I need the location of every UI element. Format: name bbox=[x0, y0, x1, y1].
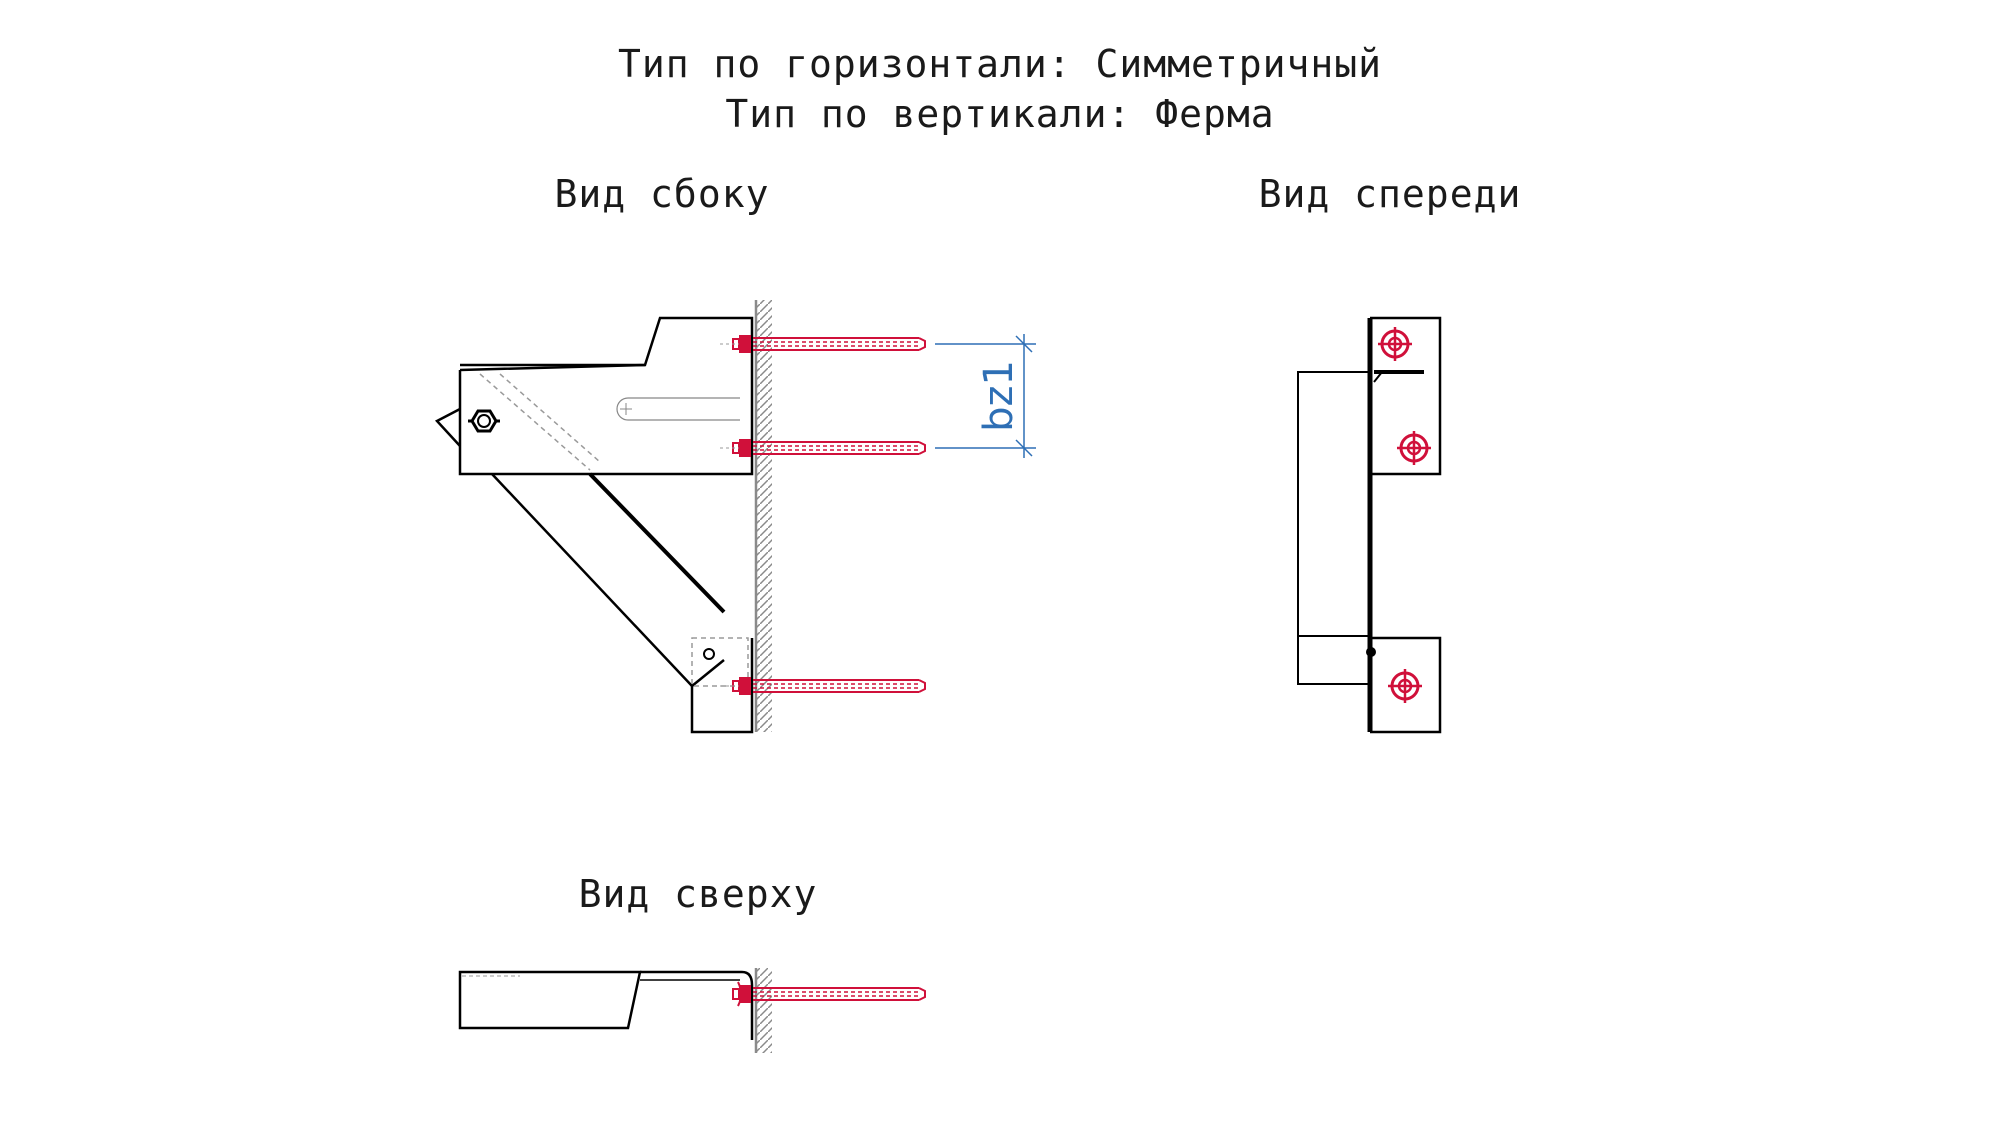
dimension-bz1-label: bz1 bbox=[976, 360, 1022, 432]
side-view-lower-bracket bbox=[690, 637, 754, 734]
top-view bbox=[458, 968, 926, 1053]
hex-nut-icon bbox=[468, 409, 500, 433]
front-view-weld-dot bbox=[1366, 647, 1376, 657]
side-view: bz1 bbox=[434, 300, 1036, 734]
dimension-bz1 bbox=[935, 334, 1036, 458]
header-vertical-type: Тип по вертикали: Ферма bbox=[725, 92, 1275, 136]
side-view-wall bbox=[754, 300, 772, 732]
top-view-title: Вид сверху bbox=[578, 872, 818, 916]
front-view-anchor-bottom-icon bbox=[1386, 667, 1424, 705]
front-view-anchor-top-icon bbox=[1376, 325, 1414, 363]
side-view-upper-bracket bbox=[434, 316, 754, 476]
side-view-diagonal-strut bbox=[491, 472, 726, 687]
front-view-anchor-middle-icon bbox=[1395, 429, 1433, 467]
front-view bbox=[1297, 316, 1442, 734]
front-view-right-plates bbox=[1367, 316, 1442, 734]
header-horizontal-type: Тип по горизонтали: Симметричный bbox=[617, 42, 1383, 86]
side-view-title: Вид сбоку bbox=[554, 172, 770, 216]
front-view-title: Вид спереди bbox=[1258, 172, 1522, 216]
front-view-left-plate bbox=[1297, 371, 1371, 685]
top-view-wall bbox=[754, 968, 772, 1053]
top-view-bracket bbox=[458, 970, 754, 1040]
